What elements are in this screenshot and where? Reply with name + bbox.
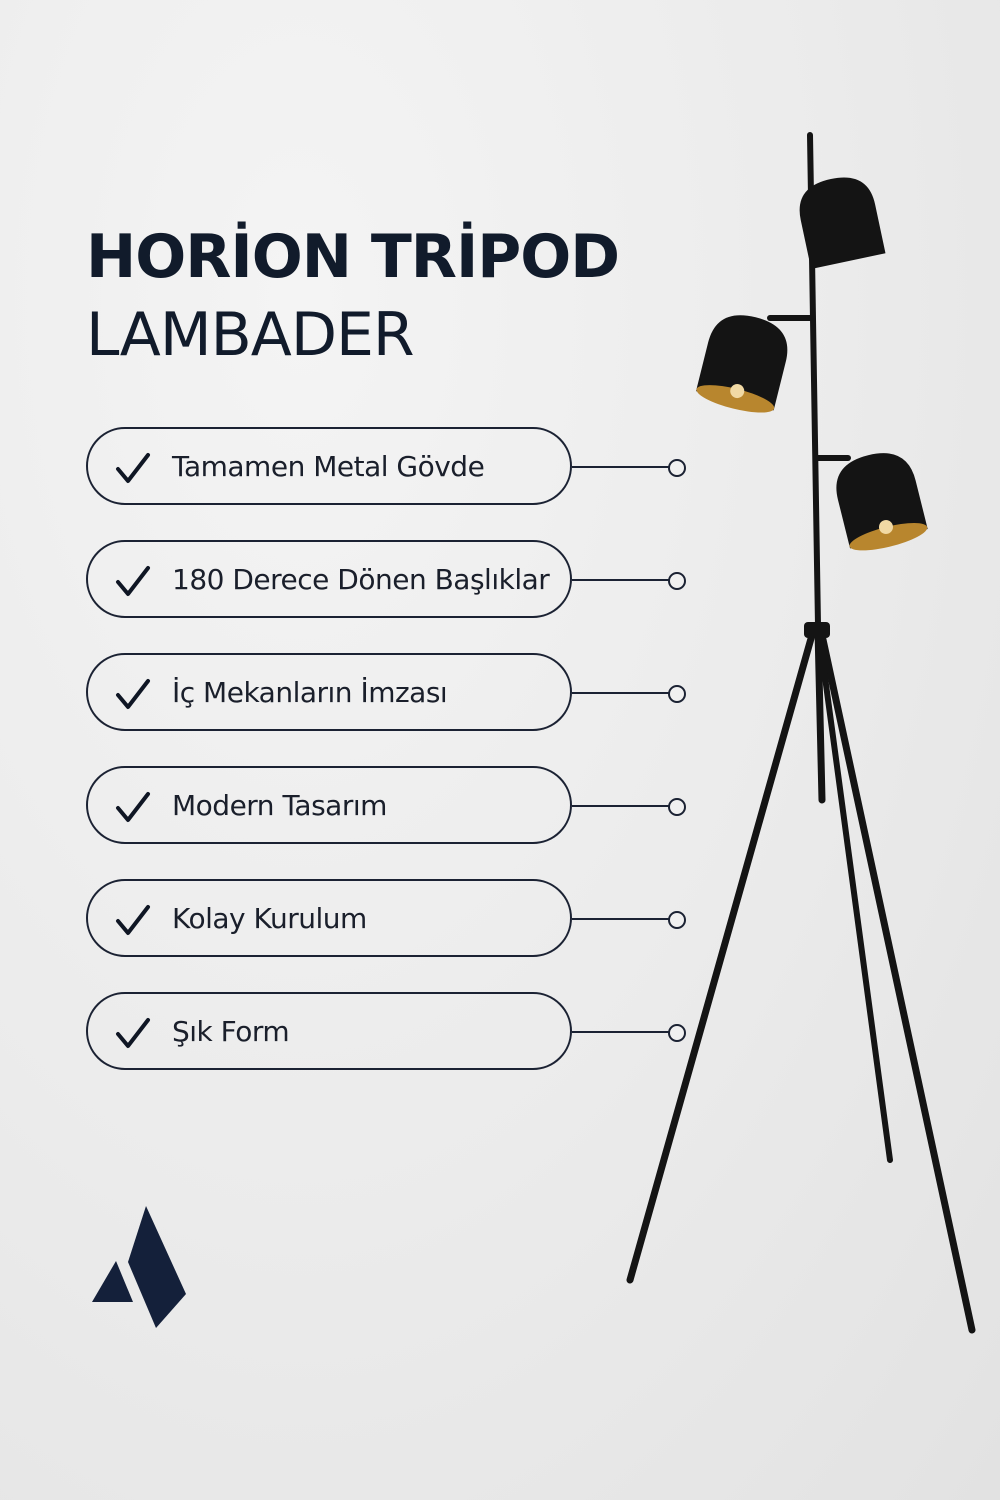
check-icon	[116, 453, 150, 483]
check-icon	[116, 1018, 150, 1048]
connector-line	[572, 579, 670, 581]
product-title: HORİON TRİPOD	[86, 222, 620, 292]
feature-pill: 180 Derece Dönen Başlıklar	[86, 540, 572, 618]
feature-pill: Modern Tasarım	[86, 766, 572, 844]
connector-line	[572, 805, 670, 807]
connector-line	[572, 918, 670, 920]
feature-label: 180 Derece Dönen Başlıklar	[172, 563, 550, 596]
feature-pill: Tamamen Metal Gövde	[86, 427, 572, 505]
feature-label: Kolay Kurulum	[172, 902, 367, 935]
connector-line	[572, 1031, 670, 1033]
feature-label: Tamamen Metal Gövde	[172, 450, 485, 483]
connector-dot	[668, 572, 686, 590]
connector-dot	[668, 798, 686, 816]
feature-pill: İç Mekanların İmzası	[86, 653, 572, 731]
product-subtitle: LAMBADER	[86, 300, 415, 370]
connector-dot	[668, 685, 686, 703]
connector-line	[572, 692, 670, 694]
connector-dot	[668, 911, 686, 929]
connector-line	[572, 466, 670, 468]
feature-pill: Şık Form	[86, 992, 572, 1070]
feature-label: Modern Tasarım	[172, 789, 387, 822]
check-icon	[116, 792, 150, 822]
feature-label: İç Mekanların İmzası	[172, 676, 448, 709]
check-icon	[116, 679, 150, 709]
check-icon	[116, 566, 150, 596]
feature-pill: Kolay Kurulum	[86, 879, 572, 957]
check-icon	[116, 905, 150, 935]
connector-dot	[668, 459, 686, 477]
connector-dot	[668, 1024, 686, 1042]
feature-label: Şık Form	[172, 1015, 290, 1048]
brand-logo-icon	[92, 1206, 186, 1328]
